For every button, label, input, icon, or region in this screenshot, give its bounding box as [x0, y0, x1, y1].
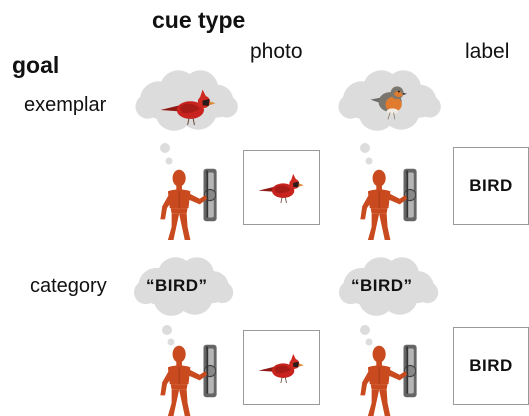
artist-mannequin-icon — [359, 344, 418, 416]
cardinal-icon — [258, 173, 305, 204]
bubble-word-bird: “BIRD” — [146, 276, 208, 295]
artist-mannequin-icon — [359, 168, 418, 240]
row-label-category: category — [30, 275, 107, 297]
thought-dot-icon — [360, 325, 370, 335]
thought-dot-icon — [165, 157, 173, 165]
thought-dot-icon — [160, 143, 170, 153]
label-cue-card: BIRD — [453, 327, 529, 405]
label-column-header: label — [465, 40, 510, 63]
artist-mannequin-icon — [159, 168, 218, 240]
artist-mannequin-icon — [159, 344, 218, 416]
row-label-exemplar: exemplar — [24, 94, 107, 116]
cardinal-icon — [159, 89, 217, 126]
thought-dot-icon — [365, 338, 373, 346]
thought-dot-icon — [360, 143, 370, 153]
robin-icon — [370, 85, 408, 120]
goal-header: goal — [12, 52, 60, 78]
photo-cue-card — [243, 330, 320, 405]
cardinal-icon — [258, 353, 305, 384]
thought-dot-icon — [167, 338, 175, 346]
label-cue-card: BIRD — [453, 147, 529, 225]
photo-column-header: photo — [250, 40, 303, 63]
photo-cue-card — [243, 150, 320, 225]
thought-dot-icon — [365, 157, 373, 165]
bubble-word-bird: “BIRD” — [351, 276, 413, 295]
thought-dot-icon — [162, 325, 172, 335]
cue-type-header: cue type — [152, 7, 246, 33]
